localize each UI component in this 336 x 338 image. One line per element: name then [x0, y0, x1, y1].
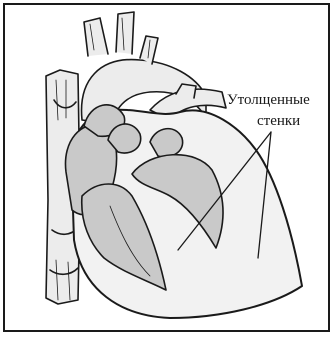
annotation-label-line2: стенки — [257, 113, 300, 130]
annotation-label-line1: Утолщенные — [227, 92, 310, 109]
